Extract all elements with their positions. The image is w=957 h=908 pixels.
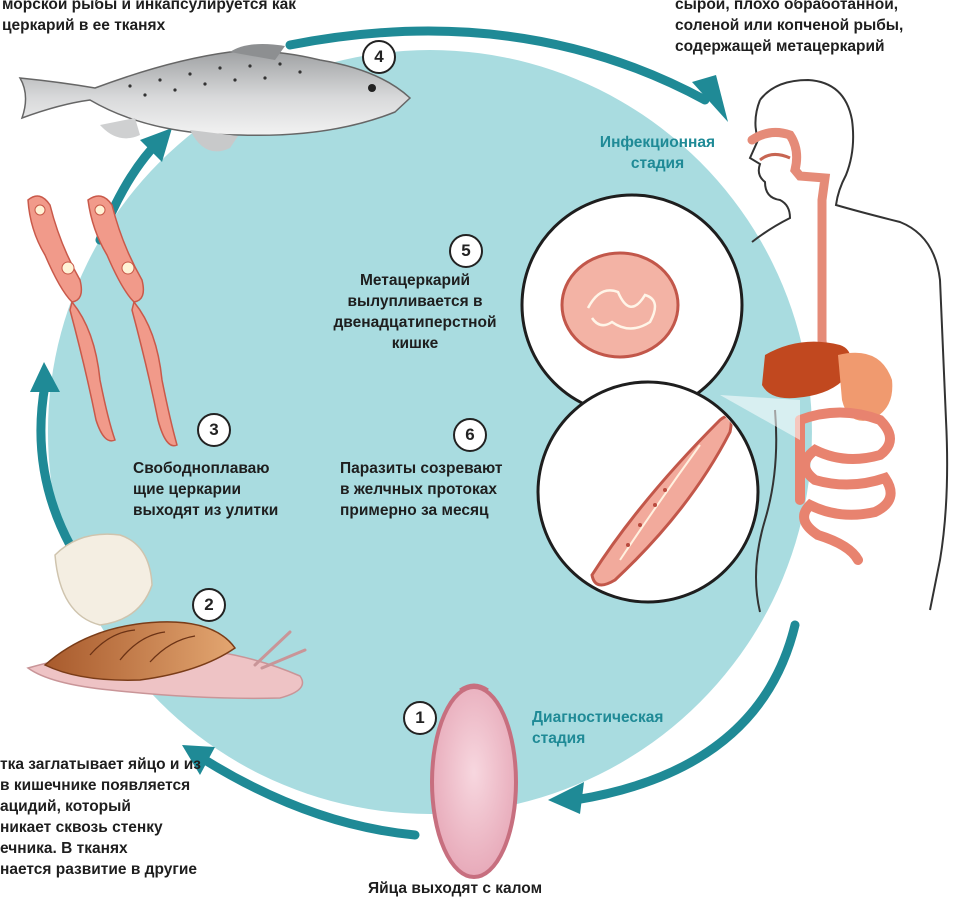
top-right-caption: сырой, плохо обработанной, соленой или к… [675, 0, 955, 57]
egg-icon [432, 685, 516, 877]
diagnostic-stage-label: Диагностическая стадия [532, 707, 702, 749]
intestine-loop [800, 413, 891, 561]
step-badge-1: 1 [403, 701, 437, 735]
step-badge-4: 4 [362, 40, 396, 74]
metacercaria-icon [562, 253, 678, 357]
step1-caption: Яйца выходят с калом [368, 878, 588, 899]
liver [762, 342, 851, 399]
bottom-left-caption: тка заглатывает яйцо и из в кишечнике по… [0, 754, 260, 880]
step5-caption: Метацеркарий вылупливается в двенадцатип… [310, 270, 520, 354]
step6-caption: Паразиты созревают в желчных протоках пр… [340, 458, 540, 521]
infection-stage-label: Инфекционная стадия [585, 132, 730, 174]
step-badge-5: 5 [449, 234, 483, 268]
step-badge-2: 2 [192, 588, 226, 622]
step-badge-3: 3 [197, 413, 231, 447]
step3-caption: Свободноплаваю щие церкарии выходят из у… [133, 458, 333, 521]
adult-fluke-inset [538, 382, 758, 602]
step-badge-6: 6 [453, 418, 487, 452]
top-left-caption: морской рыбы и инкапсулируется как церка… [2, 0, 342, 36]
